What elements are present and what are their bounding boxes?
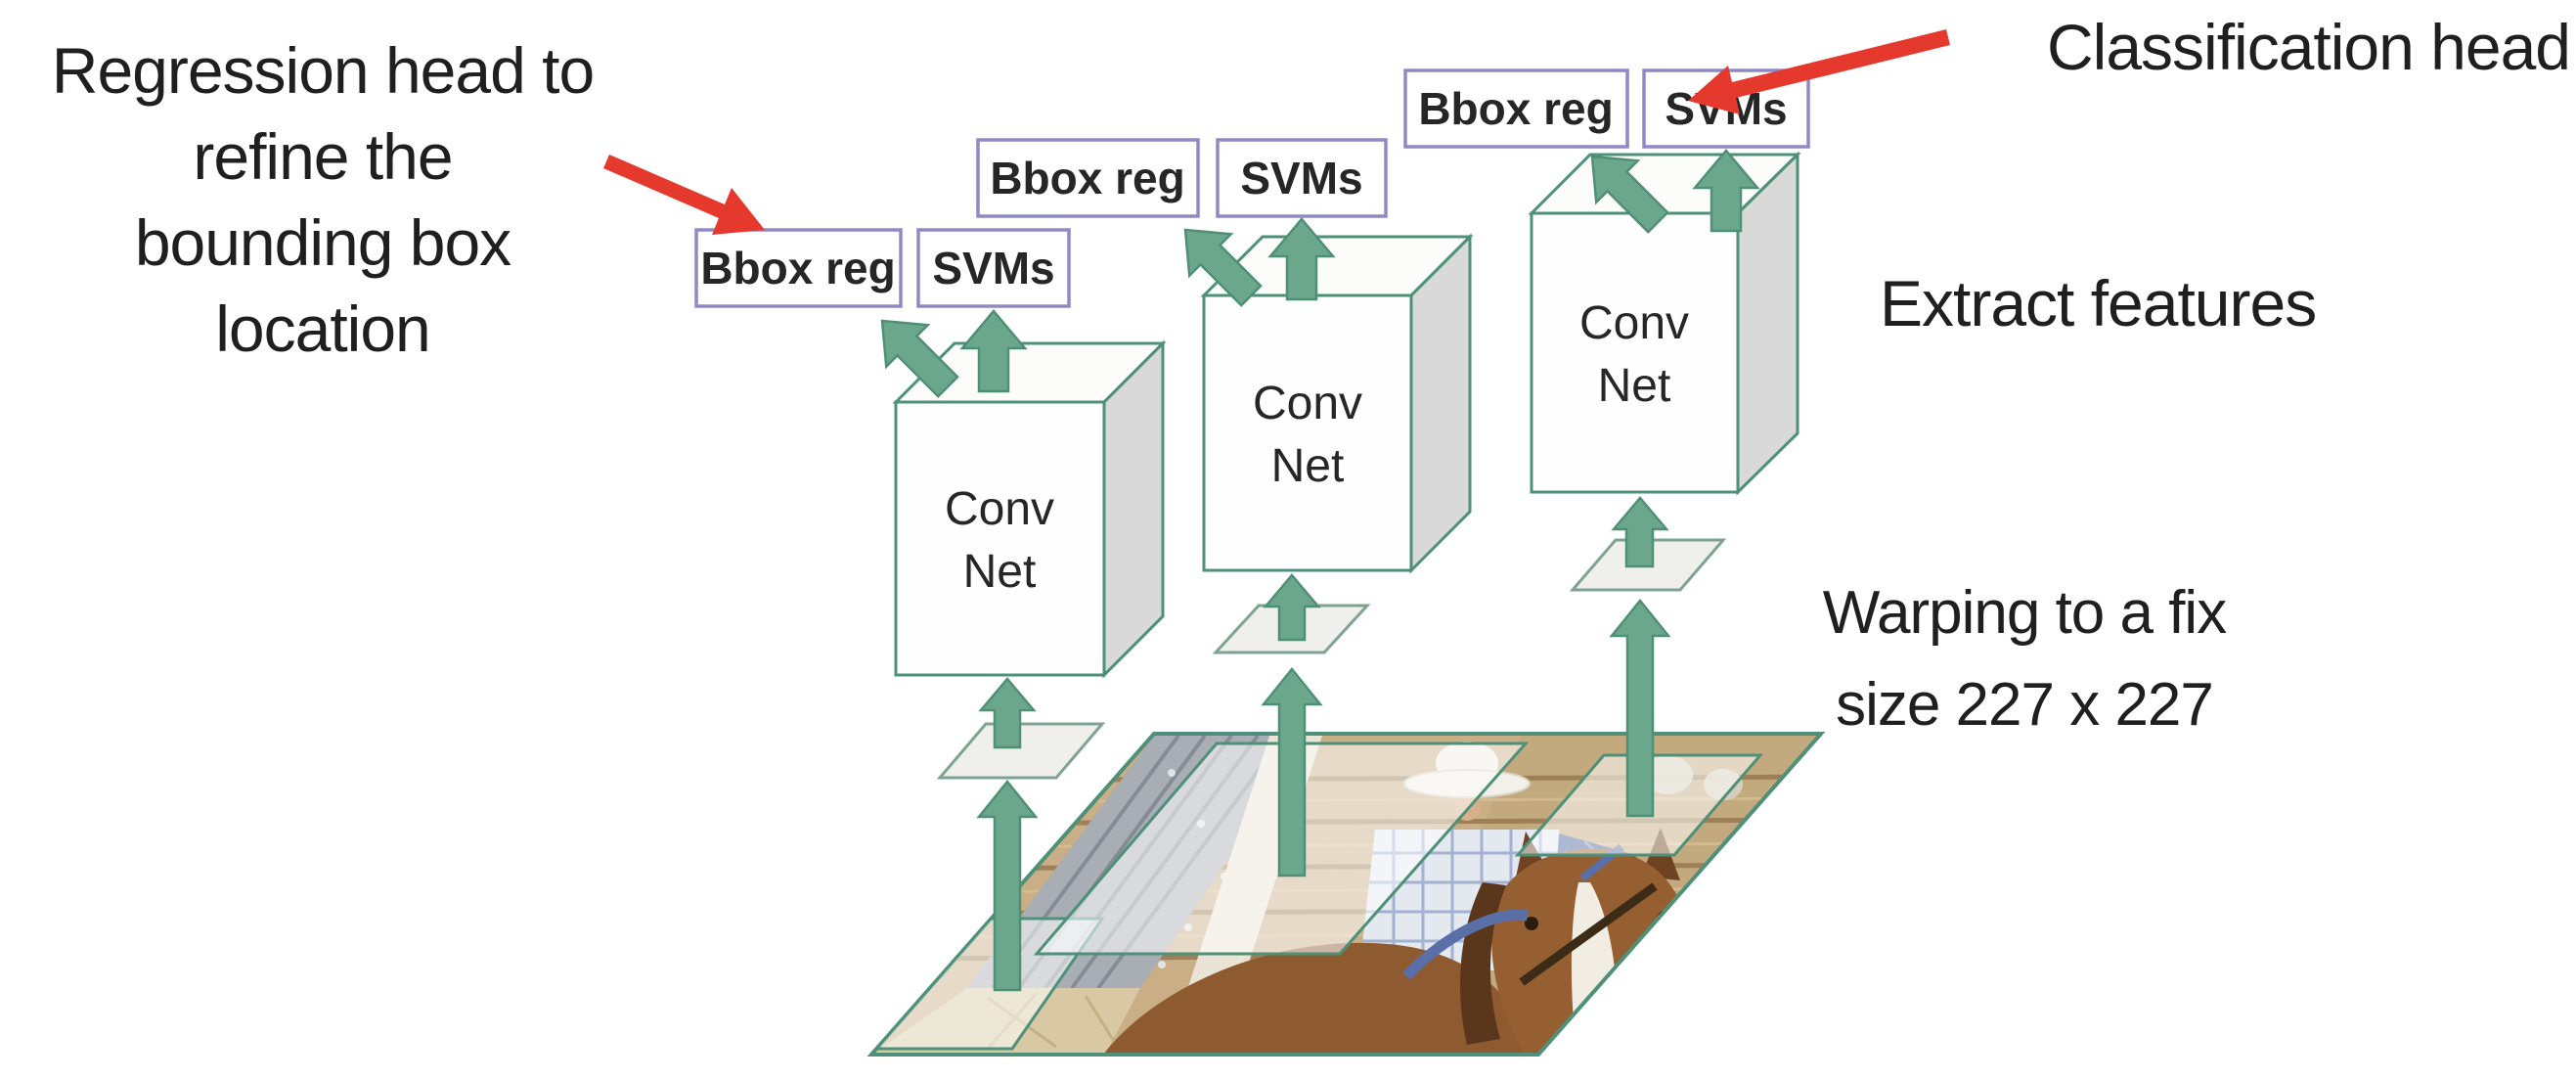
classification-callout-arrow (1688, 29, 1950, 114)
warp-to-conv3-arrow (1611, 496, 1669, 568)
warp-to-conv2-arrow (1263, 573, 1321, 642)
classification-head-note-text: Classification head (2047, 11, 2571, 83)
head-labels-conv2: Bbox reg SVMs (976, 138, 1388, 218)
blue-rein (1402, 909, 1530, 980)
classification-head-note: Classification head (2047, 4, 2571, 90)
horse-muzzle (1552, 1033, 1642, 1055)
conv1-to-svms-arrow (959, 309, 1028, 393)
warping-note-line: size 227 x 227 (1836, 671, 2214, 739)
region3-to-warp-arrow (1609, 599, 1671, 818)
conv2-to-bboxreg-arrow (1183, 228, 1263, 307)
head-labels-conv1: Bbox reg SVMs (694, 228, 1071, 308)
regression-callout-arrow (603, 155, 765, 235)
regression-head-note-line: location (215, 292, 431, 365)
warping-note-line: Warping to a fix (1822, 579, 2227, 647)
svms-label-1: SVMs (932, 243, 1054, 293)
extract-features-note-text: Extract features (1880, 267, 2317, 339)
regression-head-note: Regression head to refine the bounding b… (0, 27, 645, 372)
bbox-reg-label-3: Bbox reg (1418, 83, 1613, 134)
conv-net-box-2: Conv Net (1200, 233, 1474, 574)
conv-net-box-3: Conv Net (1528, 151, 1801, 496)
conv-net-label: Conv (1579, 297, 1689, 349)
horse-body (1103, 942, 1533, 1055)
conv2-to-svms-arrow (1267, 217, 1336, 301)
bbox-reg-label-2: Bbox reg (990, 153, 1184, 203)
conv-net-box-1: Conv Net (892, 339, 1167, 679)
horse-eye (1525, 917, 1538, 930)
conv-net-label: Conv (1253, 378, 1362, 429)
region1-to-warp-arrow (976, 780, 1039, 992)
warping-note: Warping to a fix size 227 x 227 (1760, 567, 2288, 751)
warp-to-conv1-arrow (978, 677, 1037, 749)
conv3-to-svms-arrow (1692, 149, 1760, 233)
conv-net-label: Net (1271, 440, 1345, 492)
conv-net-label: Conv (945, 483, 1054, 535)
bbox-reg-label-1: Bbox reg (700, 243, 895, 293)
warped-plane-1 (936, 722, 1106, 780)
bridle-strap (1519, 882, 1658, 986)
conv3-to-bboxreg-arrow (1590, 155, 1669, 234)
conv1-to-bboxreg-arrow (880, 319, 959, 398)
regression-head-note-line: Regression head to (51, 34, 595, 107)
region2-to-warp-arrow (1261, 667, 1323, 878)
extract-features-note: Extract features (1880, 260, 2317, 346)
regression-head-note-line: bounding box (134, 206, 511, 279)
regression-head-note-line: refine the (193, 120, 453, 193)
svms-label-2: SVMs (1240, 153, 1362, 203)
conv-net-label: Net (963, 546, 1037, 598)
conv-net-label: Net (1598, 360, 1671, 412)
